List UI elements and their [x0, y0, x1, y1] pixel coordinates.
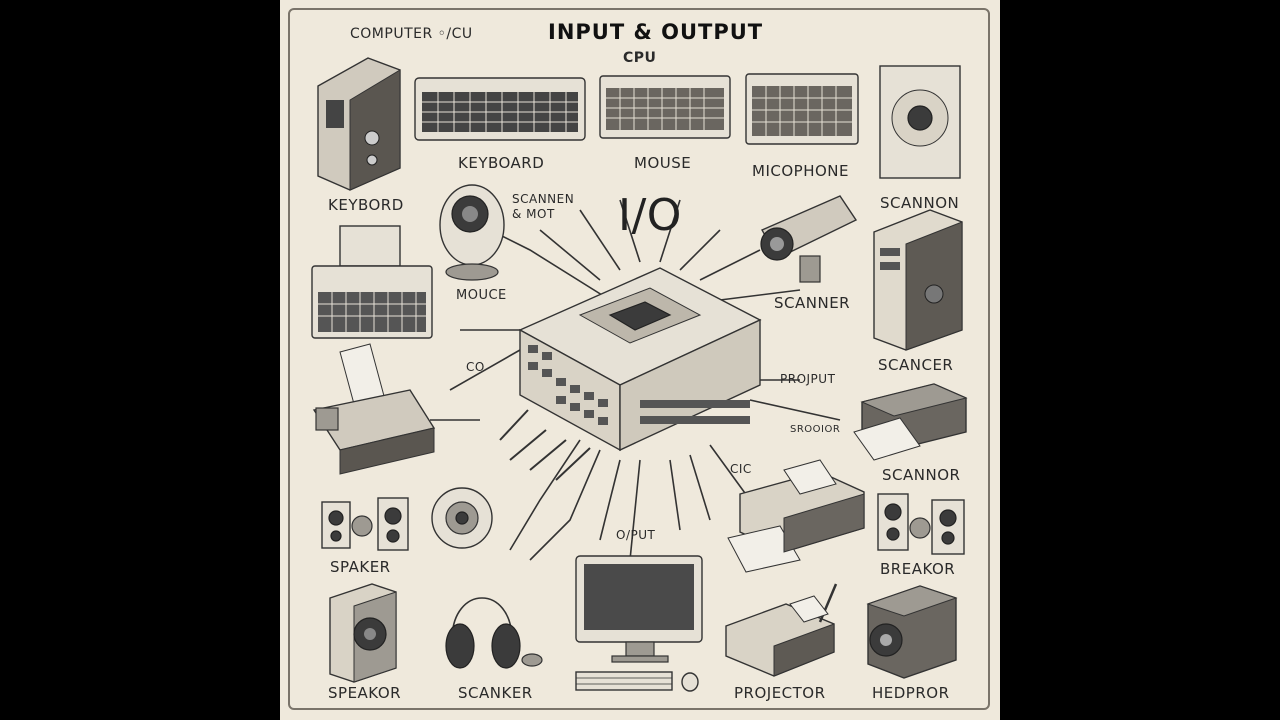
label-projput: PROJPUT [780, 372, 836, 386]
label-output: O/PUT [616, 528, 656, 542]
scannon-illustration [879, 65, 961, 179]
label-mouse-top: MOUSE [634, 154, 692, 172]
monitor-illustration [575, 555, 703, 692]
printer-illustration-left [312, 343, 436, 475]
speaker-illustration-bottom-right [866, 585, 958, 679]
speaker-disc-illustration [431, 487, 493, 549]
diagram-panel: COMPUTER ◦/CU INPUT & OUTPUT CPU I/O KEY… [280, 0, 1000, 720]
label-co-left: CO [466, 360, 485, 374]
page-subtitle: CPU [623, 50, 657, 66]
header-left-label: COMPUTER ◦/CU [350, 26, 473, 42]
label-mouce: MOUCE [456, 288, 507, 303]
io-center-label: I/O [618, 190, 682, 241]
label-spaker: SPAKER [330, 558, 391, 576]
connection-lines [430, 199, 841, 561]
page-title: INPUT & OUTPUT [548, 20, 764, 44]
headphones-illustration [445, 597, 543, 669]
scanner-keyboard-left [311, 225, 433, 339]
speakers-illustration-right [877, 493, 965, 555]
camera-illustration-right [760, 195, 858, 283]
label-hedpror: HEDPROR [872, 684, 950, 702]
label-scanker: SCANKER [458, 684, 533, 702]
label-microphone: MICOPHONE [752, 162, 849, 180]
label-speakor: SPEAKOR [328, 684, 402, 702]
speaker-illustration-bottom-left [329, 583, 397, 683]
projector-illustration [725, 583, 838, 677]
label-breakor: BREAKOR [880, 560, 956, 578]
printer-illustration-center [727, 459, 865, 573]
tower-illustration-right [873, 209, 963, 351]
device-illustrations [311, 57, 968, 692]
tower-illustration-left [317, 57, 401, 191]
label-keybord-left: KEYBORD [328, 196, 404, 214]
label-scanner-right: SCANNER [774, 294, 851, 312]
label-scannor: SCANNOR [882, 466, 961, 484]
probe-lines [499, 409, 591, 481]
keyboard-illustration-top [414, 77, 586, 141]
label-srooior: SROOIOR [790, 424, 841, 435]
webcam-illustration [439, 184, 505, 281]
cpu-box [518, 267, 762, 452]
label-scancer: SCANCER [878, 356, 954, 374]
printer-illustration-right [853, 383, 968, 461]
keyboard-illustration-microphone [745, 73, 859, 145]
label-projector: PROJECTOR [734, 684, 826, 702]
label-cic: CIC [730, 462, 752, 476]
label-keyboard-top: KEYBOARD [458, 154, 545, 172]
panel-border [288, 8, 990, 710]
speakers-illustration-left [321, 497, 409, 551]
keyboard-illustration-mouse [599, 75, 731, 139]
label-scannon: SCANNON [880, 194, 960, 212]
label-scannen-mot: SCANNEN & MOT [512, 192, 575, 221]
